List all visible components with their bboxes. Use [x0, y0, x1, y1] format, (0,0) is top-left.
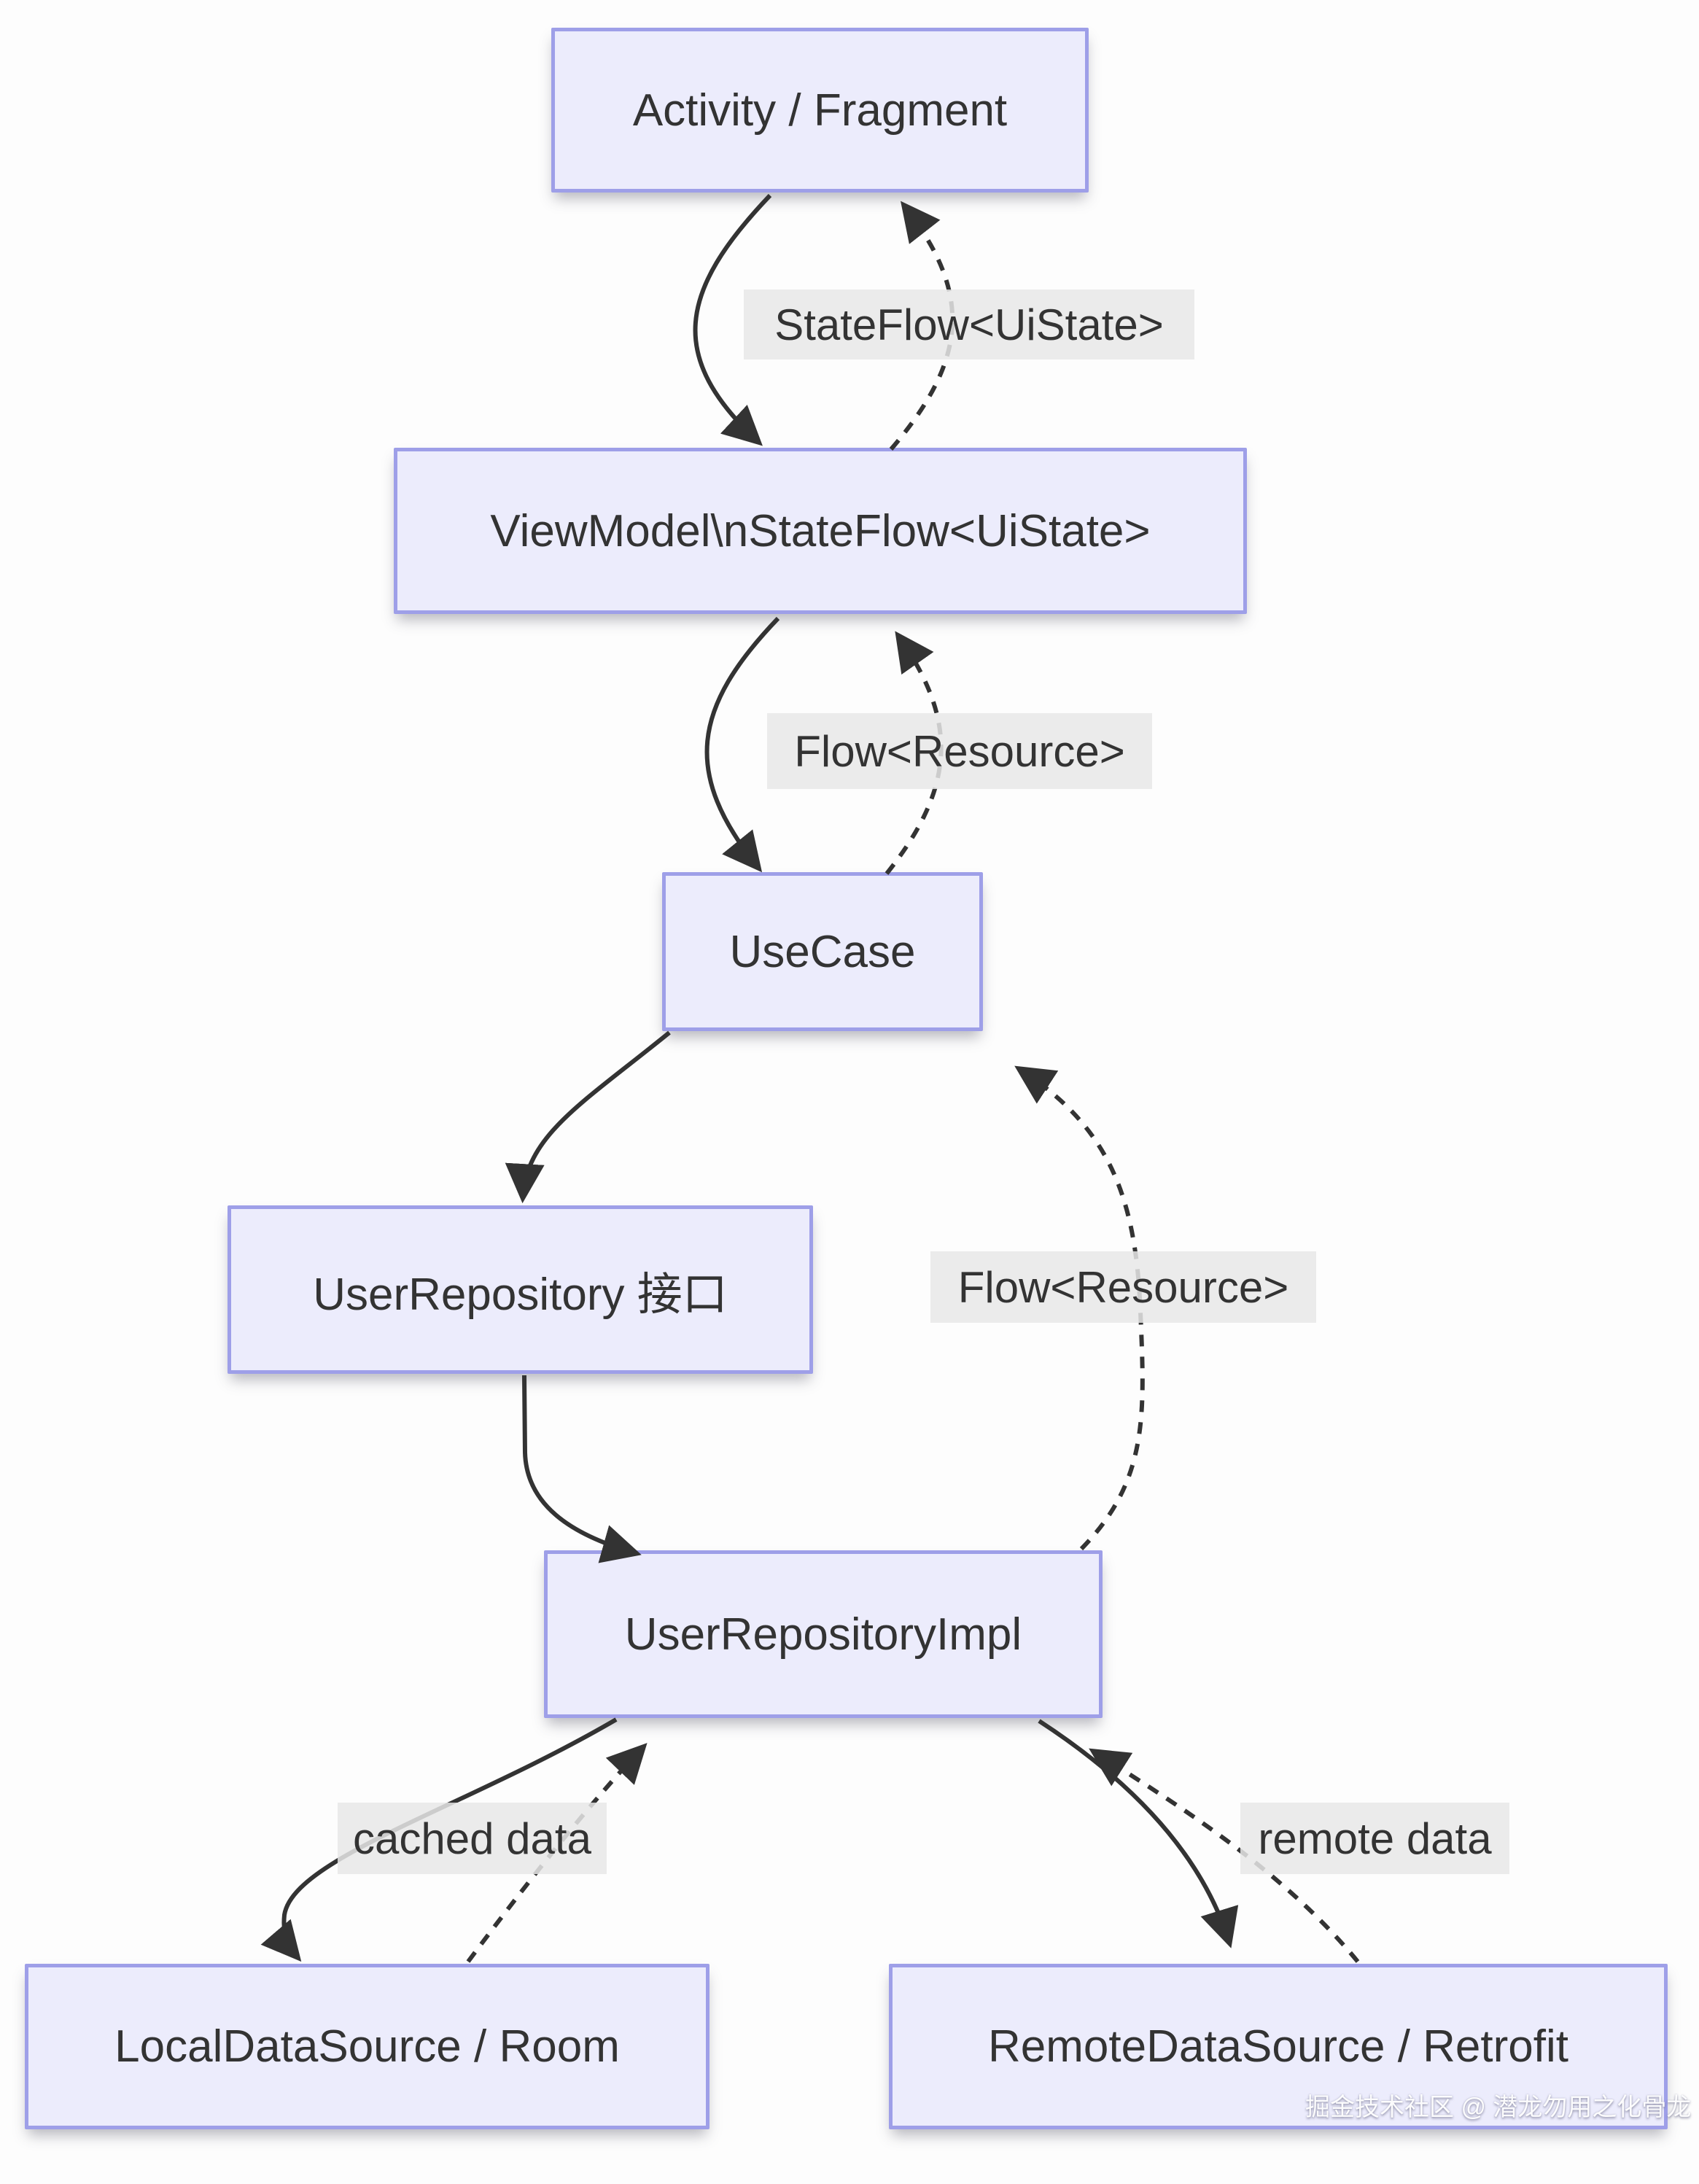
- edge-usecase-to-userrepository: [505, 1030, 671, 1204]
- edge-label-stateflow-uistate: StateFlow<UiState>: [744, 289, 1194, 360]
- watermark-text: 掘金技术社区 @ 潜龙勿用之化骨龙: [1305, 2094, 1692, 2121]
- node-usecase: UseCase: [662, 872, 983, 1031]
- node-viewmodel: ViewModel\nStateFlow<UiState>: [394, 448, 1247, 614]
- node-userrepository: UserRepository 接口: [228, 1205, 813, 1374]
- edge-label-flow-resource-upper: Flow<Resource>: [767, 713, 1152, 789]
- edge-userrepository-to-userrepositoryimpl: [522, 1375, 642, 1563]
- node-localdatasource-room: LocalDataSource / Room: [25, 1964, 709, 2129]
- edge-label-remote-data: remote data: [1240, 1803, 1509, 1874]
- edge-userrepositoryimpl-to-remotedatasource: [1038, 1719, 1239, 1948]
- node-activity-fragment: Activity / Fragment: [551, 28, 1089, 193]
- node-remotedatasource-retrofit: RemoteDataSource / Retrofit: [889, 1964, 1668, 2129]
- edge-label-cached-data: cached data: [338, 1803, 607, 1874]
- edge-label-flow-resource-lower: Flow<Resource>: [930, 1251, 1316, 1323]
- node-userrepositoryimpl: UserRepositoryImpl: [544, 1550, 1103, 1718]
